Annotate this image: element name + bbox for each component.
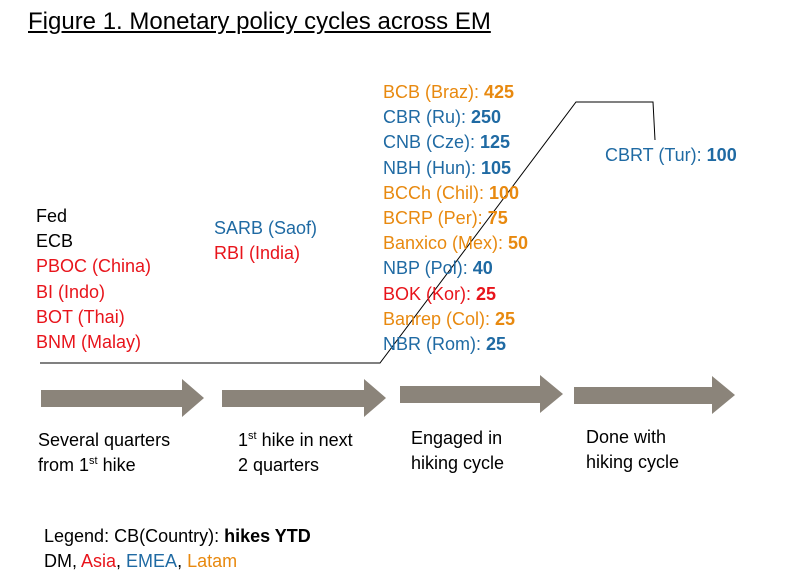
cb-item: Fed (36, 206, 68, 226)
stage-label-3: Engaged in hiking cycle (411, 426, 504, 476)
legend-line-1: Legend: CB(Country): hikes YTD (44, 526, 311, 546)
cb-item: NBP (Pol): 40 (383, 258, 493, 279)
stage-arrow-4 (574, 376, 735, 414)
stage-label-2: 1st hike in next 2 quarters (238, 428, 353, 478)
stage-arrow-1 (41, 379, 204, 417)
page-title: Figure 1. Monetary policy cycles across … (28, 8, 491, 35)
cb-item: CBRT (Tur): 100 (605, 145, 737, 165)
stage-label-4: Done with hiking cycle (586, 425, 679, 475)
cb-item: CBR (Ru): 250 (383, 107, 502, 128)
cb-item: BI (Indo) (36, 281, 106, 302)
stage-label-line: 1st hike in next (238, 430, 353, 450)
stage-label-line: hiking cycle (586, 452, 680, 472)
group-several-quarters: Fed ECB PBOC (China) BI (Indo) BOT (Thai… (36, 204, 151, 355)
stage-arrow-3 (400, 375, 563, 413)
stage-label-line: 2 quarters (238, 455, 320, 475)
cb-item: BOK (Kor): 25 (383, 283, 497, 304)
stage-label-line: hiking cycle (411, 453, 505, 473)
group-first-hike-next: SARB (Saof) RBI (India) (214, 216, 317, 266)
cb-item: SARB (Saof) (214, 218, 318, 238)
cb-item: BCRP (Per): 75 (383, 208, 508, 229)
cb-item: NBR (Rom): 25 (383, 334, 507, 355)
stage-label-line: from 1st hike (38, 455, 136, 475)
cb-item: BCB (Braz): 425 (383, 82, 515, 102)
group-engaged-hiking: BCB (Braz): 425 CBR (Ru): 250 CNB (Cze):… (383, 80, 528, 357)
cb-item: NBH (Hun): 105 (383, 157, 512, 178)
stage-label-line: Engaged in (411, 428, 503, 448)
cb-item: CNB (Cze): 125 (383, 132, 511, 153)
cycle-line (40, 101, 656, 364)
legend-line-2: DM, Asia, EMEA, Latam (44, 551, 238, 571)
cb-item: ECB (36, 231, 74, 252)
stage-label-1: Several quarters from 1st hike (38, 428, 170, 478)
cb-item: Banxico (Mex): 50 (383, 233, 529, 254)
legend: Legend: CB(Country): hikes YTD DM, Asia,… (44, 524, 311, 574)
stage-label-line: Several quarters (38, 430, 171, 450)
cb-item: PBOC (China) (36, 256, 152, 277)
cb-item: Banrep (Col): 25 (383, 308, 516, 329)
group-done-hiking: CBRT (Tur): 100 (605, 143, 737, 168)
cb-item: BCCh (Chil): 100 (383, 182, 520, 203)
cb-item: BOT (Thai) (36, 306, 125, 327)
cb-item: RBI (India) (214, 243, 301, 264)
stage-arrow-2 (222, 379, 386, 417)
stage-label-line: Done with (586, 427, 667, 447)
cb-item: BNM (Malay) (36, 332, 142, 353)
